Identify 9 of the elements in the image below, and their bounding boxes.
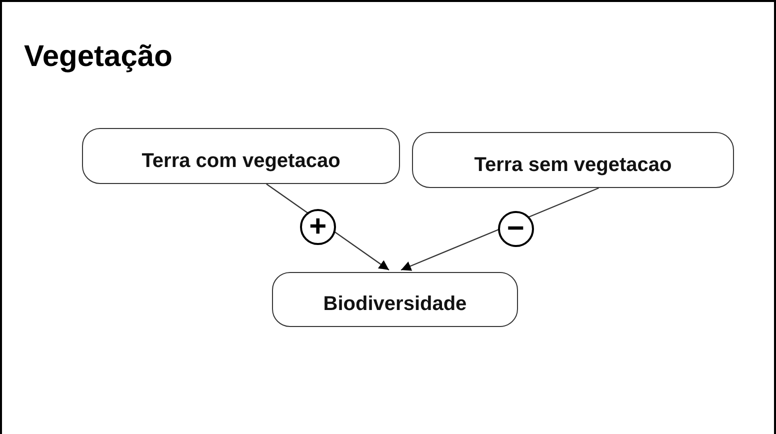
rounded-box bbox=[82, 128, 400, 184]
diagram-title: Vegetação bbox=[24, 40, 172, 74]
edge-label: − bbox=[498, 211, 534, 247]
node-text: Terra com vegetacao bbox=[142, 150, 340, 172]
node-text: Biodiversidade bbox=[323, 293, 467, 316]
node-text: Terra sem vegetacao bbox=[474, 154, 672, 176]
rounded-box bbox=[412, 132, 734, 188]
edge-label: + bbox=[300, 209, 336, 245]
rounded-box bbox=[272, 272, 518, 327]
